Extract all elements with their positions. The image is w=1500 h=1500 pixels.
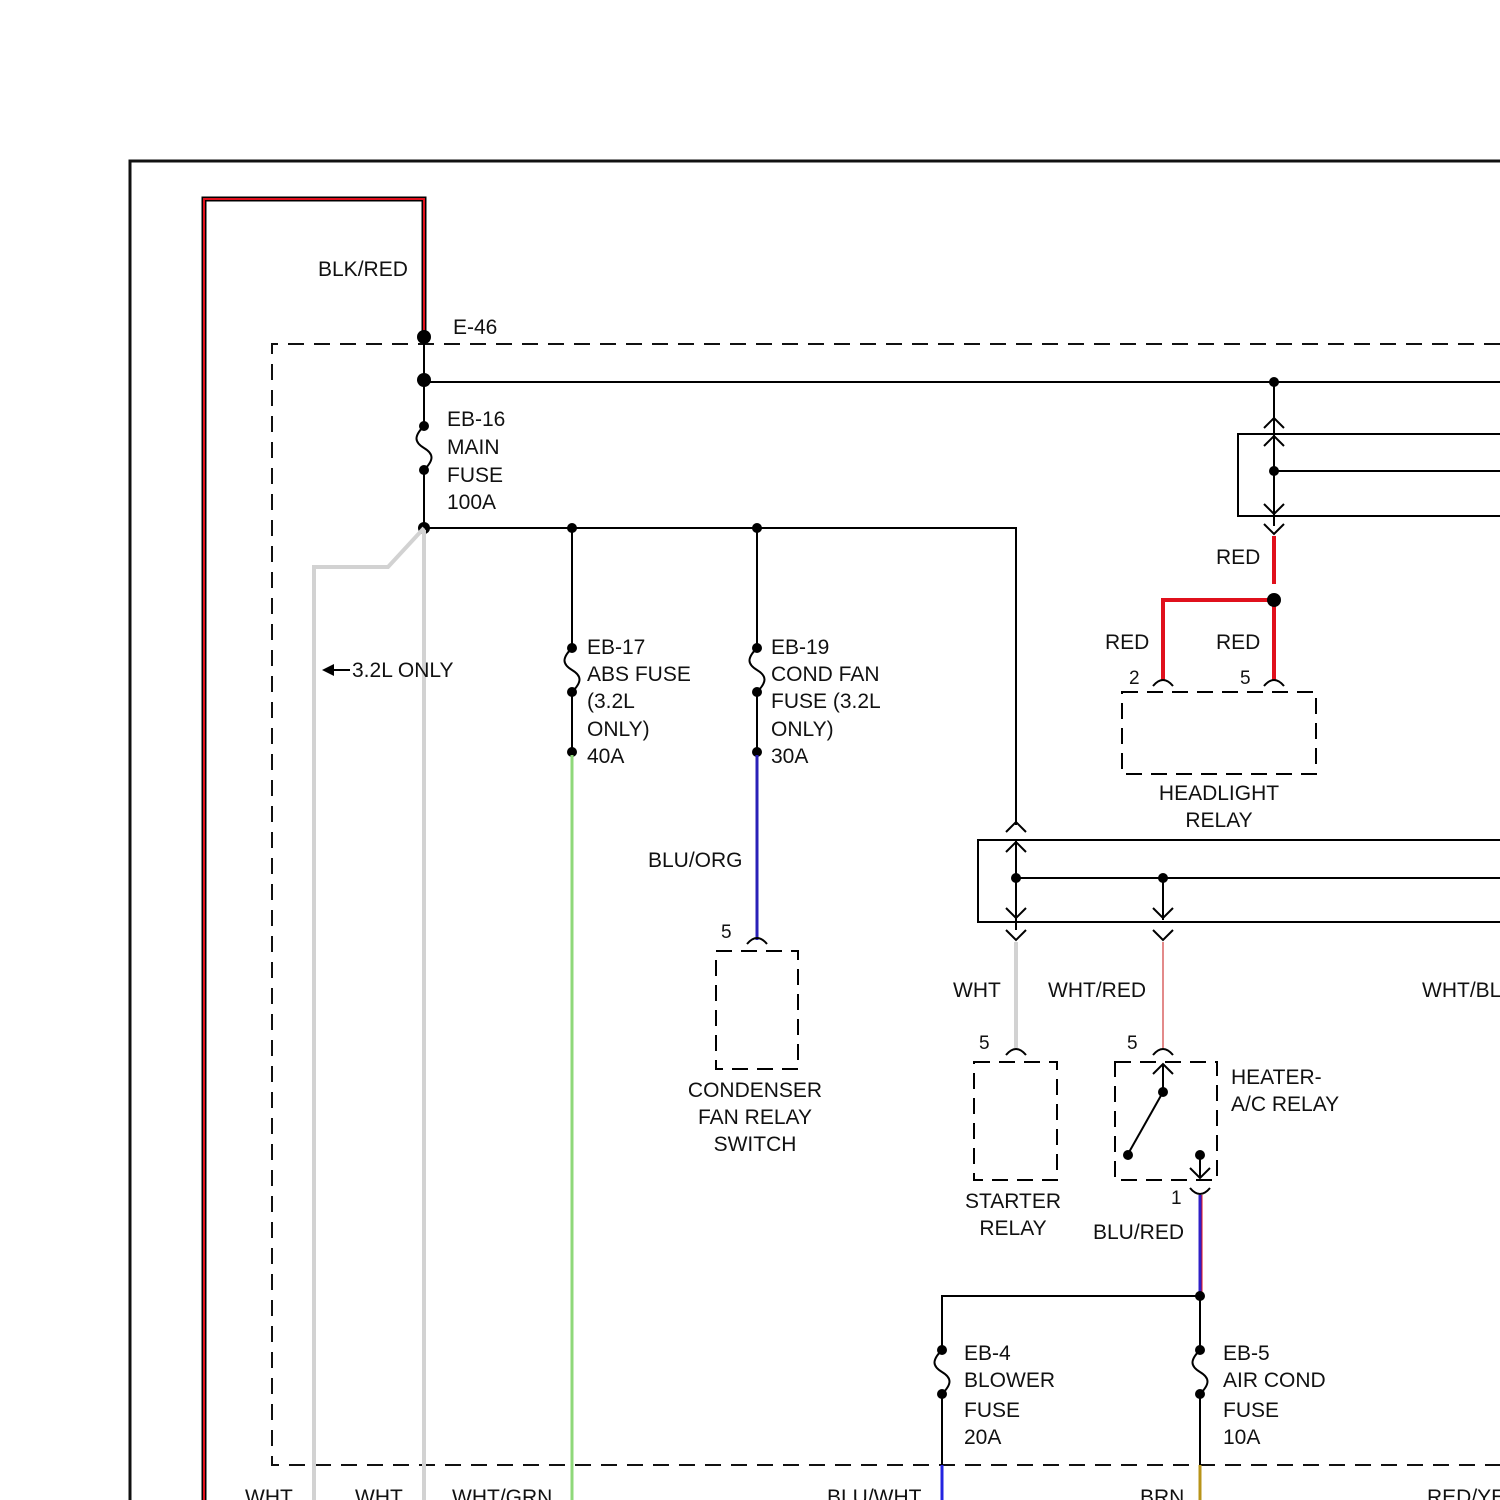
eb4-line-4: 20A xyxy=(964,1426,1001,1449)
heater-ac-relay-box xyxy=(1115,1062,1217,1180)
eb17-line-2: ABS FUSE xyxy=(587,663,691,686)
red-splice-dot xyxy=(1267,593,1281,607)
bottom-wht-grn-label: WHT/GRN xyxy=(452,1486,552,1500)
arrow-left-icon xyxy=(322,664,350,676)
starter-relay-box xyxy=(974,1062,1057,1180)
eb16-main-fuse xyxy=(417,380,432,528)
eb4-line-3: FUSE xyxy=(964,1399,1020,1422)
bottom-wht-label-2: WHT xyxy=(355,1486,403,1500)
eb5-air-cond-fuse xyxy=(1193,1296,1208,1465)
distribution-bus xyxy=(424,528,1016,825)
eb16-line-2: MAIN xyxy=(447,436,500,459)
headlight-connector xyxy=(1238,382,1500,534)
heater-relay-pin-5 xyxy=(1153,1049,1173,1055)
headlight-relay-box xyxy=(1122,692,1316,774)
heater-relay-pin-1 xyxy=(1190,1188,1210,1194)
heater-relay-switch xyxy=(1123,1064,1210,1178)
wht-red-label: WHT/RED xyxy=(1048,979,1146,1002)
headlight-name-2: RELAY xyxy=(1185,809,1252,832)
only-32l-label: 3.2L ONLY xyxy=(352,659,454,682)
condenser-name-1: CONDENSER xyxy=(688,1079,822,1102)
blk-red-label: BLK/RED xyxy=(318,258,408,281)
wht-label: WHT xyxy=(953,979,1001,1002)
headlight-pin-2-label: 2 xyxy=(1129,668,1140,689)
eb17-line-5: 40A xyxy=(587,745,624,768)
heater-name-1: HEATER- xyxy=(1231,1066,1322,1089)
outer-border xyxy=(130,161,1500,1500)
bottom-wht-label-1: WHT xyxy=(245,1486,293,1500)
eb19-line-5: 30A xyxy=(771,745,808,768)
eb19-line-2: COND FAN xyxy=(771,663,880,686)
red-label-top: RED xyxy=(1216,546,1260,569)
condenser-relay-pin-5 xyxy=(747,938,767,944)
headlight-pin-5-label: 5 xyxy=(1240,668,1251,689)
starter-pin-5-label: 5 xyxy=(979,1033,990,1054)
condenser-name-3: SWITCH xyxy=(714,1133,797,1156)
eb5-line-1: EB-5 xyxy=(1223,1342,1270,1365)
headlight-name-1: HEADLIGHT xyxy=(1159,782,1279,805)
heater-name-2: A/C RELAY xyxy=(1231,1093,1339,1116)
red-label-left: RED xyxy=(1105,631,1149,654)
eb19-line-3: FUSE (3.2L xyxy=(771,690,881,713)
eb17-line-4: ONLY) xyxy=(587,718,650,741)
bottom-red-y-label: RED/YE xyxy=(1427,1486,1500,1500)
eb5-line-3: FUSE xyxy=(1223,1399,1279,1422)
e46-label: E-46 xyxy=(453,316,497,339)
eb19-cond-fan-fuse xyxy=(750,528,765,757)
eb17-abs-fuse xyxy=(565,528,580,757)
heater-pin-1-label: 1 xyxy=(1171,1188,1182,1209)
starter-name-2: RELAY xyxy=(979,1217,1046,1240)
starter-name-1: STARTER xyxy=(965,1190,1061,1213)
blu-org-label: BLU/ORG xyxy=(648,849,743,872)
condenser-name-2: FAN RELAY xyxy=(698,1106,812,1129)
relay-connector xyxy=(978,822,1500,940)
eb4-line-2: BLOWER xyxy=(964,1369,1055,1392)
bottom-blu-wht-label: BLU/WHT xyxy=(827,1486,922,1500)
condenser-fan-relay-box xyxy=(716,951,798,1069)
bottom-brn-label: BRN xyxy=(1140,1486,1184,1500)
eb16-line-3: FUSE xyxy=(447,464,503,487)
eb17-line-3: (3.2L xyxy=(587,690,635,713)
eb19-line-1: EB-19 xyxy=(771,636,829,659)
starter-relay-pin-5 xyxy=(1006,1049,1026,1055)
red-label-right: RED xyxy=(1216,631,1260,654)
eb4-blower-fuse xyxy=(935,1345,950,1465)
eb5-line-4: 10A xyxy=(1223,1426,1260,1449)
eb16-line-4: 100A xyxy=(447,491,496,514)
eb5-line-2: AIR COND xyxy=(1223,1369,1326,1392)
eb19-line-4: ONLY) xyxy=(771,718,834,741)
headlight-relay-pin-5 xyxy=(1264,680,1284,686)
headlight-relay-pin-2 xyxy=(1153,680,1173,686)
heater-pin-5-label: 5 xyxy=(1127,1033,1138,1054)
eb4-line-1: EB-4 xyxy=(964,1342,1011,1365)
blu-red-label: BLU/RED xyxy=(1093,1221,1184,1244)
eb17-line-1: EB-17 xyxy=(587,636,645,659)
eb16-line-1: EB-16 xyxy=(447,408,505,431)
wht-bl-label: WHT/BL xyxy=(1422,979,1500,1002)
condenser-pin-5-label: 5 xyxy=(721,922,732,943)
